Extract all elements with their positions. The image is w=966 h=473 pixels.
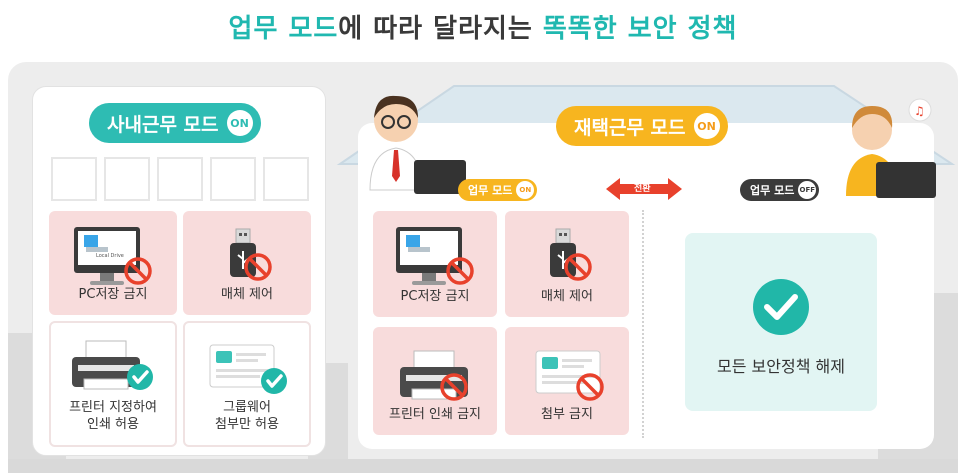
office-window <box>51 157 97 201</box>
worker-off-mode: ♫ <box>846 98 936 198</box>
monitor-text: Local Drive <box>96 253 124 259</box>
usb-prohibited-icon <box>549 228 592 281</box>
music-note-icon: ♫ <box>914 104 925 118</box>
card-label: 프린터 인쇄 금지 <box>389 407 481 422</box>
work-mode-label: 업무 모드 <box>750 184 795 197</box>
usb-prohibited-icon <box>229 228 272 281</box>
release-label: 모든 보안정책 해제 <box>717 357 845 376</box>
work-mode-off-badge: OFF <box>798 181 817 199</box>
office-mode-badge: 사내근무 모드 ON <box>89 103 261 143</box>
office-card-groupware: 그룹웨어 첨부만 허용 <box>183 321 311 447</box>
office-on-badge: ON <box>226 110 253 136</box>
card-label: 프린터 지정하여 인쇄 허용 <box>69 400 157 432</box>
headline-highlight-2: 똑똑한 보안 정책 <box>542 14 738 44</box>
office-window <box>157 157 203 201</box>
work-mode-label: 업무 모드 <box>468 184 513 197</box>
card-label: 그룹웨어 첨부만 허용 <box>215 400 279 432</box>
home-mode-label: 재택근무 모드 <box>574 116 686 139</box>
check-icon <box>753 279 809 335</box>
card-label: PC저장 금지 <box>78 287 148 302</box>
switch-arrow-icon <box>606 178 682 200</box>
office-window <box>263 157 309 201</box>
attachment-prohibited-icon <box>535 350 604 401</box>
office-window <box>104 157 150 201</box>
office-card-media: 매체 제어 <box>183 211 311 315</box>
home-mode-badge: 재택근무 모드 ON <box>556 106 728 146</box>
home-card-attachment: 첨부 금지 <box>505 327 629 435</box>
mode-divider <box>642 210 644 438</box>
release-panel: 모든 보안정책 해제 <box>685 233 877 411</box>
ground <box>8 459 958 473</box>
headline: 업무 모드에 따라 달라지는 똑똑한 보안 정책 <box>0 8 966 45</box>
headline-middle: 에 따라 달라지는 <box>338 14 543 44</box>
card-label: PC저장 금지 <box>400 289 470 304</box>
switch-label: 전환 <box>634 184 651 194</box>
home-on-badge: ON <box>693 113 720 139</box>
printer-allowed-icon <box>71 340 155 392</box>
home-card-printer: 프린터 인쇄 금지 <box>373 327 497 435</box>
card-label: 매체 제어 <box>221 287 273 302</box>
office-window <box>210 157 256 201</box>
office-card-printer: 프린터 지정하여 인쇄 허용 <box>49 321 177 447</box>
work-mode-on-badge: ON <box>516 181 535 199</box>
home-card-pc-save: PC저장 금지 <box>373 211 497 317</box>
printer-prohibited-icon <box>399 350 469 401</box>
worker-in-office-mode <box>369 95 466 194</box>
home-card-media: 매체 제어 <box>505 211 629 317</box>
work-mode-off-toggle[interactable]: 업무 모드 OFF <box>740 179 820 201</box>
card-label: 매체 제어 <box>541 289 593 304</box>
work-mode-on-toggle[interactable]: 업무 모드 ON <box>458 179 538 201</box>
groupware-attach-allowed-icon <box>209 344 289 396</box>
headline-highlight-1: 업무 모드 <box>228 14 339 44</box>
office-mode-label: 사내근무 모드 <box>107 113 219 136</box>
pc-local-drive-prohibited-icon: Local Drive <box>74 227 152 285</box>
office-panel: 사내근무 모드 ON Local Drive PC저장 금지 매체 제어 프린터… <box>32 86 326 456</box>
card-label: 첨부 금지 <box>541 407 593 422</box>
pc-local-drive-prohibited-icon <box>396 227 474 285</box>
office-card-pc-save: Local Drive PC저장 금지 <box>49 211 177 315</box>
